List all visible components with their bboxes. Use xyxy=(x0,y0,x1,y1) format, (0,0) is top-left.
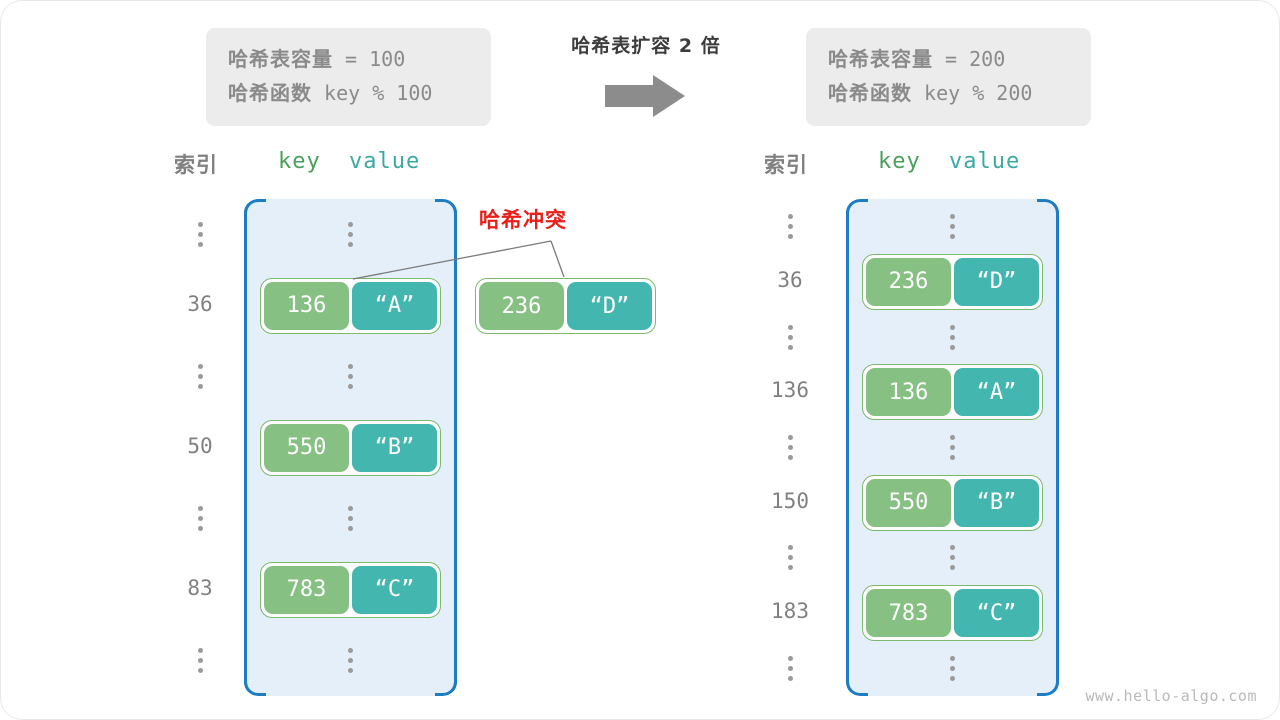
left_panel-row-ellipsis-0 xyxy=(244,221,457,249)
left_panel-index-0 xyxy=(150,221,250,249)
left_panel-index-2 xyxy=(150,363,250,391)
right_panel-row-ellipsis-6 xyxy=(846,544,1059,572)
right_panel-cell-ellipsis-6 xyxy=(950,544,955,572)
hash-collision-label: 哈希冲突 xyxy=(479,208,567,232)
left_panel-index-5: 83 xyxy=(187,575,213,600)
left-hashfunc-label: 哈希函数 xyxy=(228,81,312,105)
right_panel-row-ellipsis-8 xyxy=(846,654,1059,682)
left_panel-pair-136[interactable]: 136“A” xyxy=(260,277,441,334)
right-hash-info-box: 哈希表容量 = 200 哈希函数 key % 200 xyxy=(806,28,1091,126)
left_panel-row-ellipsis-2 xyxy=(244,363,457,391)
right_panel-cell-ellipsis-4 xyxy=(950,433,955,461)
left-capacity-label: 哈希表容量 xyxy=(228,47,333,71)
left_panel-index-ellipsis-4 xyxy=(150,505,250,533)
left_panel-row-36[interactable]: 136“A” xyxy=(244,277,457,335)
left_panel-row-83[interactable]: 783“C” xyxy=(244,561,457,619)
colliding-pair-236-D[interactable]: 236 “D” xyxy=(475,278,656,334)
left_panel-cell-ellipsis-0 xyxy=(348,221,353,249)
right_panel-index-ellipsis-8 xyxy=(740,654,840,682)
right_panel-index-1: 36 xyxy=(777,267,803,292)
right_panel-index-ellipsis-6 xyxy=(740,544,840,572)
left_panel-row-ellipsis-6 xyxy=(244,647,457,675)
right-header-index: 索引 xyxy=(764,153,808,177)
right_panel-index-7: 183 xyxy=(771,599,809,623)
left_panel-cell-ellipsis-4 xyxy=(348,505,353,533)
right_panel-index-0 xyxy=(740,213,840,241)
right-hashfunc-label: 哈希函数 xyxy=(828,81,912,105)
left_panel-index-ellipsis-2 xyxy=(150,363,250,391)
left-header-key: key xyxy=(278,149,321,174)
left-hash-info-box: 哈希表容量 = 100 哈希函数 key % 100 xyxy=(206,28,491,126)
right_panel-index-5: 150 xyxy=(771,488,809,513)
left_panel-cell-ellipsis-2 xyxy=(348,363,353,391)
left_panel-index-4 xyxy=(150,505,250,533)
right_panel-key-183: 783 xyxy=(866,589,951,637)
left_panel-index-ellipsis-0 xyxy=(150,221,250,249)
left_panel-index-1: 36 xyxy=(187,291,213,316)
left-capacity-value: = 100 xyxy=(333,47,406,71)
left_panel-value-36: “A” xyxy=(352,281,437,330)
right-header-key: key xyxy=(878,149,921,174)
right-arrow-icon xyxy=(605,75,685,117)
right_panel-value-136: “A” xyxy=(954,368,1039,417)
right-capacity-value: = 200 xyxy=(933,47,1006,71)
left-hashfunc-line: 哈希函数 key % 100 xyxy=(228,76,469,110)
right_panel-index-ellipsis-0 xyxy=(740,213,840,241)
left_panel-index-3: 50 xyxy=(187,433,213,458)
right_panel-index-ellipsis-4 xyxy=(740,433,840,461)
right_panel-index-2 xyxy=(740,323,840,351)
right_panel-cell-ellipsis-2 xyxy=(950,323,955,351)
expand-caption: 哈希表扩容 2 倍 xyxy=(571,35,721,57)
right_panel-pair-136[interactable]: 136“A” xyxy=(862,364,1043,421)
right_panel-pair-783[interactable]: 783“C” xyxy=(862,585,1043,641)
expand-arrow-wrap xyxy=(521,73,771,124)
right-capacity-line: 哈希表容量 = 200 xyxy=(828,42,1069,76)
left_panel-cell-ellipsis-6 xyxy=(348,647,353,675)
left_panel-index-6 xyxy=(150,647,250,675)
left-hashfunc-value: key % 100 xyxy=(312,81,433,105)
right-header-value: value xyxy=(949,149,1021,174)
left_panel-row-50[interactable]: 550“B” xyxy=(244,419,457,477)
right_panel-cell-ellipsis-0 xyxy=(950,213,955,241)
left_panel-key-50: 550 xyxy=(264,423,349,472)
right_panel-value-36: “D” xyxy=(954,257,1039,306)
right_panel-index-8 xyxy=(740,654,840,682)
colliding-pair-value: “D” xyxy=(567,282,652,330)
colliding-pair-key: 236 xyxy=(479,282,564,330)
right_panel-row-150[interactable]: 550“B” xyxy=(846,474,1059,532)
right_panel-pair-550[interactable]: 550“B” xyxy=(862,474,1043,531)
left_panel-row-ellipsis-4 xyxy=(244,505,457,533)
right_panel-value-150: “B” xyxy=(954,478,1039,527)
left-header-index: 索引 xyxy=(174,153,218,177)
right_panel-row-ellipsis-0 xyxy=(846,213,1059,241)
right_panel-row-ellipsis-4 xyxy=(846,433,1059,461)
right_panel-row-136[interactable]: 136“A” xyxy=(846,363,1059,421)
right_panel-index-3: 136 xyxy=(771,378,809,403)
left-capacity-line: 哈希表容量 = 100 xyxy=(228,42,469,76)
right-hashfunc-value: key % 200 xyxy=(912,81,1033,105)
right_panel-index-ellipsis-2 xyxy=(740,323,840,351)
right_panel-value-183: “C” xyxy=(954,589,1039,637)
right_panel-key-36: 236 xyxy=(866,257,951,306)
watermark: www.hello-algo.com xyxy=(1085,687,1257,705)
right_panel-cell-ellipsis-8 xyxy=(950,654,955,682)
left-header-value: value xyxy=(349,149,421,174)
right_panel-row-36[interactable]: 236“D” xyxy=(846,253,1059,311)
left_panel-pair-783[interactable]: 783“C” xyxy=(260,561,441,618)
right_panel-row-ellipsis-2 xyxy=(846,323,1059,351)
right_panel-pair-236[interactable]: 236“D” xyxy=(862,253,1043,310)
right-hashfunc-line: 哈希函数 key % 200 xyxy=(828,76,1069,110)
left_panel-pair-550[interactable]: 550“B” xyxy=(260,419,441,476)
right_panel-index-4 xyxy=(740,433,840,461)
left_panel-value-50: “B” xyxy=(352,423,437,472)
left_panel-value-83: “C” xyxy=(352,565,437,614)
left_panel-key-36: 136 xyxy=(264,281,349,330)
right_panel-key-150: 550 xyxy=(866,478,951,527)
left_panel-index-ellipsis-6 xyxy=(150,647,250,675)
right-capacity-label: 哈希表容量 xyxy=(828,47,933,71)
left_panel-key-83: 783 xyxy=(264,565,349,614)
right_panel-key-136: 136 xyxy=(866,368,951,417)
right_panel-row-183[interactable]: 783“C” xyxy=(846,584,1059,642)
right_panel-index-6 xyxy=(740,544,840,572)
